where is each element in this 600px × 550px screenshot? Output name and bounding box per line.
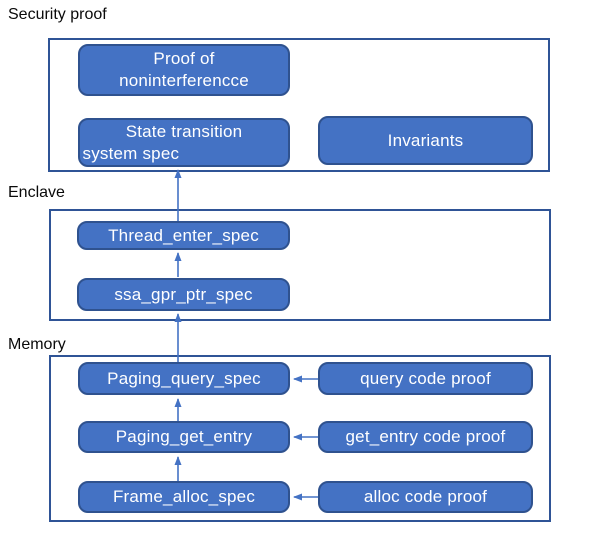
- node-state-transition-system-spec: State transition system spec: [78, 118, 290, 167]
- node-proof-of-noninterference: Proof of noninterferencce: [78, 44, 290, 96]
- node-query-code-proof: query code proof: [318, 362, 533, 395]
- node-paging-get-entry: Paging_get_entry: [78, 421, 290, 453]
- node-proof-line1: Proof of: [153, 49, 215, 68]
- section-label-security-proof: Security proof: [8, 6, 107, 23]
- node-alloc-code-proof: alloc code proof: [318, 481, 533, 513]
- node-paging-query-spec: Paging_query_spec: [78, 362, 290, 395]
- node-ssa-gpr-ptr-spec: ssa_gpr_ptr_spec: [77, 278, 290, 311]
- node-state-line2: system spec: [82, 143, 180, 163]
- section-label-enclave: Enclave: [8, 184, 65, 201]
- node-get-entry-code-proof: get_entry code proof: [318, 421, 533, 453]
- node-state-line1: State transition: [125, 121, 243, 141]
- node-proof-line2: noninterferencce: [119, 71, 249, 90]
- node-thread-enter-spec: Thread_enter_spec: [77, 221, 290, 250]
- node-frame-alloc-spec: Frame_alloc_spec: [78, 481, 290, 513]
- section-label-memory: Memory: [8, 336, 66, 353]
- node-invariants: Invariants: [318, 116, 533, 165]
